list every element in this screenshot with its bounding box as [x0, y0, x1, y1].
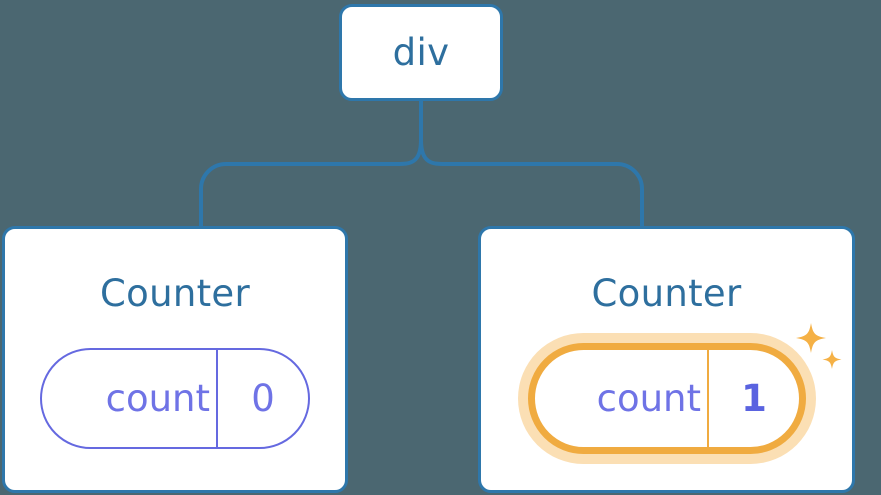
state-pill-count-right[interactable]: count 1: [528, 343, 806, 454]
node-div[interactable]: div: [339, 4, 503, 101]
node-counter-right-label: Counter: [591, 272, 742, 315]
state-pill-count-left[interactable]: count 0: [40, 348, 310, 449]
state-pill-value-left: 0: [216, 350, 308, 447]
state-pill-value-right: 1: [707, 350, 799, 447]
node-div-label: div: [392, 31, 450, 74]
state-pill-key-left: count: [105, 377, 210, 420]
connector-to-left-counter: [199, 139, 423, 228]
state-pill-count-right-wrapper: count 1: [518, 333, 816, 464]
connector-to-right-counter: [419, 139, 644, 228]
state-pill-key-right: count: [596, 377, 701, 420]
node-counter-left-label: Counter: [100, 272, 250, 315]
